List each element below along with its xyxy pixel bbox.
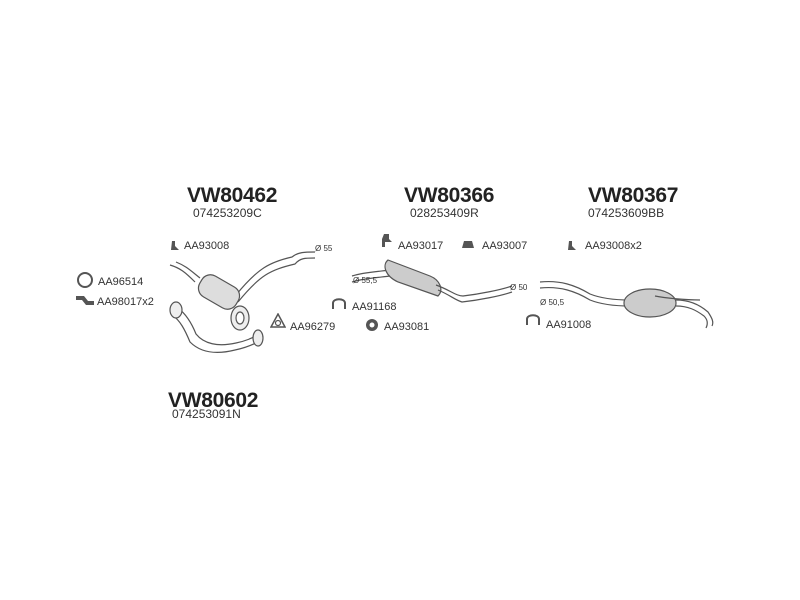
part-label[interactable]: AA91008 [546, 319, 592, 331]
assembly-code[interactable]: VW80462 [187, 184, 278, 207]
flange-gasket-icon [270, 313, 286, 328]
clamp-icon [332, 298, 346, 309]
part-label[interactable]: AA98017x2 [97, 296, 154, 308]
part-label[interactable]: AA93017 [398, 240, 444, 252]
part-label[interactable]: AA96514 [98, 276, 144, 288]
part-label[interactable]: AA93081 [384, 321, 430, 333]
oem-number: 074253209C [193, 206, 262, 220]
clamp-icon [526, 314, 540, 325]
hanger-icon [568, 241, 576, 250]
oem-number: 074253609BB [588, 206, 665, 220]
hanger-icon [462, 241, 474, 248]
diameter-label: Ø 55 [315, 244, 333, 253]
part-label[interactable]: AA93008 [184, 240, 230, 252]
rear-silencer [539, 280, 714, 329]
assembly-code[interactable]: VW80367 [588, 184, 679, 207]
diameter-label: Ø 50,5 [540, 298, 565, 307]
middle-silencer [351, 259, 513, 303]
front-pipe-catalyst [169, 251, 316, 331]
part-label[interactable]: AA93008x2 [585, 240, 642, 252]
hanger-icon [382, 234, 392, 247]
downpipe [169, 301, 264, 353]
oem-number: 028253409R [410, 206, 479, 220]
part-label[interactable]: AA96279 [290, 321, 336, 333]
hanger-icon [171, 241, 179, 250]
oem-number: 074253091N [172, 407, 241, 421]
assembly-code[interactable]: VW80602 [168, 389, 259, 412]
diameter-label: Ø 55,5 [353, 276, 378, 285]
diameter-label: Ø 50 [510, 283, 528, 292]
part-label[interactable]: AA93007 [482, 240, 528, 252]
gasket-icon [366, 319, 378, 331]
ring-icon [77, 272, 93, 288]
assembly-code[interactable]: VW80366 [404, 184, 495, 207]
bracket-icon [76, 296, 94, 305]
part-label[interactable]: AA91168 [352, 301, 397, 313]
